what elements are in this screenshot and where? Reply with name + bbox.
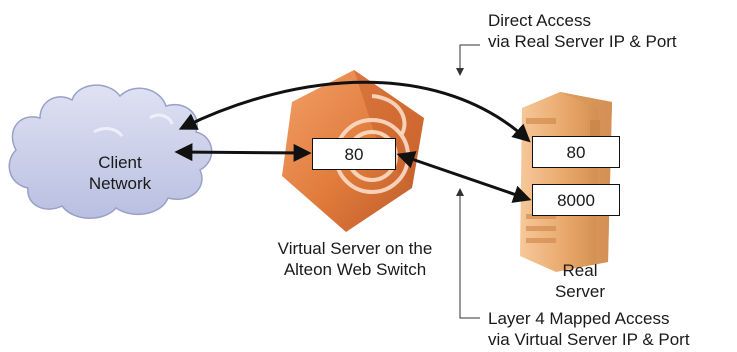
client-label-line1: Client bbox=[98, 153, 142, 172]
virtual-to-real-arrow bbox=[396, 151, 532, 203]
real-server-port-box-top: 80 bbox=[532, 136, 620, 168]
direct-access-arrow bbox=[178, 80, 531, 143]
direct-access-line2: via Real Server IP & Port bbox=[488, 32, 677, 51]
real-server-port-top: 80 bbox=[566, 142, 586, 162]
layer4-access-line1: Layer 4 Mapped Access bbox=[488, 309, 670, 328]
real-server-caption: Real Server bbox=[540, 260, 620, 302]
layer4-leader-head bbox=[456, 188, 464, 196]
layer4-access-line2: via Virtual Server IP & Port bbox=[488, 330, 690, 349]
virtual-server-port-box: 80 bbox=[312, 138, 396, 170]
virtual-server-port: 80 bbox=[344, 144, 364, 164]
real-server-port-box-bottom: 8000 bbox=[532, 184, 620, 216]
direct-access-leader bbox=[459, 44, 480, 72]
layer4-leader bbox=[459, 192, 480, 319]
client-label-line2: Network bbox=[88, 174, 152, 193]
client-to-virtual-arrow bbox=[174, 143, 312, 162]
direct-access-line1: Direct Access bbox=[488, 11, 591, 30]
virtual-server-caption: Virtual Server on the Alteon Web Switch bbox=[250, 238, 460, 280]
client-network-label: Client Network bbox=[72, 152, 168, 194]
real-server-icon bbox=[520, 92, 612, 272]
virtual-server-caption-line1: Virtual Server on the bbox=[277, 239, 433, 258]
layer4-access-caption: Layer 4 Mapped Access via Virtual Server… bbox=[488, 308, 690, 350]
real-server-caption-line2: Server bbox=[554, 282, 606, 301]
client-network-cloud bbox=[8, 84, 213, 219]
real-server-port-bottom: 8000 bbox=[557, 190, 595, 210]
real-server-caption-line1: Real bbox=[562, 261, 598, 280]
virtual-server-caption-line2: Alteon Web Switch bbox=[283, 260, 427, 279]
direct-access-leader-head bbox=[456, 68, 464, 76]
direct-access-caption: Direct Access via Real Server IP & Port bbox=[488, 10, 677, 52]
